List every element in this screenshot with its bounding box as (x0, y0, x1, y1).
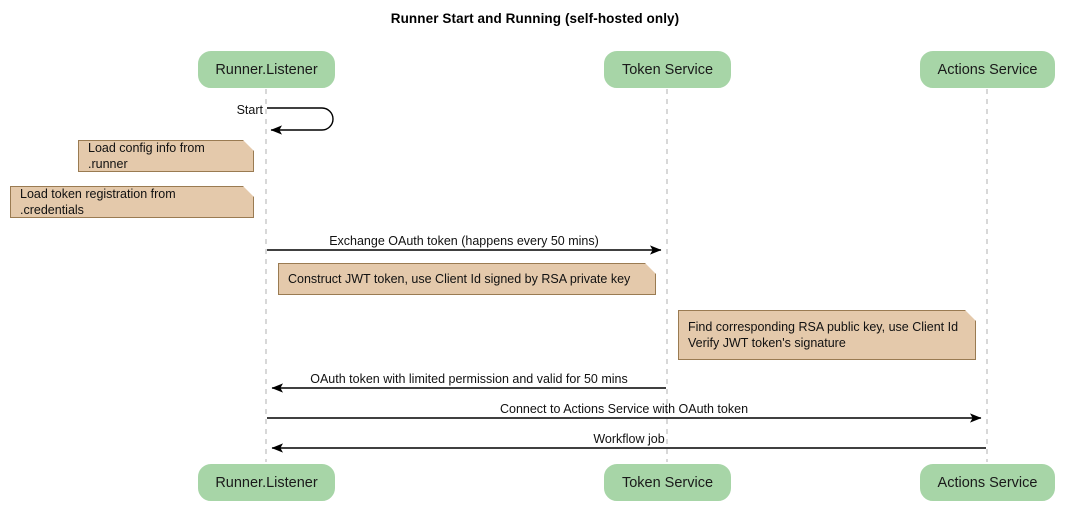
note-fold-icon (243, 186, 254, 197)
participant-label: Token Service (621, 474, 714, 491)
lifelines (265, 89, 988, 462)
note-verify-jwt: Find corresponding RSA public key, use C… (678, 310, 976, 360)
participant-label: Actions Service (937, 61, 1038, 78)
note-construct-jwt: Construct JWT token, use Client Id signe… (278, 263, 656, 295)
participant-token-top[interactable]: Token Service (604, 51, 731, 88)
participant-label: Runner.Listener (215, 61, 318, 78)
note-fold-icon (645, 263, 656, 274)
participant-runner-bottom[interactable]: Runner.Listener (198, 464, 335, 501)
participant-runner-top[interactable]: Runner.Listener (198, 51, 335, 88)
note-fold-icon (965, 310, 976, 321)
participant-actions-bottom[interactable]: Actions Service (920, 464, 1055, 501)
note-text: Find corresponding RSA public key, use C… (688, 320, 959, 350)
participant-actions-top[interactable]: Actions Service (920, 51, 1055, 88)
participant-label: Token Service (621, 61, 714, 78)
note-text: Load config info from .runner (88, 141, 205, 171)
participant-label: Runner.Listener (215, 474, 318, 491)
message-label-start: Start (236, 103, 263, 117)
participant-label: Actions Service (937, 474, 1038, 491)
participant-token-bottom[interactable]: Token Service (604, 464, 731, 501)
message-label-workflow-job: Workflow job (593, 432, 665, 446)
note-text: Load token registration from .credential… (20, 187, 176, 217)
message-label-oauth-return: OAuth token with limited permission and … (310, 372, 628, 386)
message-arrow-start (267, 107, 334, 135)
message-label-exchange-oauth: Exchange OAuth token (happens every 50 m… (329, 234, 599, 248)
page-title: Runner Start and Running (self-hosted on… (390, 11, 680, 26)
note-load-config: Load config info from .runner (78, 140, 254, 172)
note-text: Construct JWT token, use Client Id signe… (288, 272, 631, 286)
message-label-connect-actions: Connect to Actions Service with OAuth to… (499, 402, 749, 416)
note-fold-icon (243, 140, 254, 151)
note-load-token: Load token registration from .credential… (10, 186, 254, 218)
